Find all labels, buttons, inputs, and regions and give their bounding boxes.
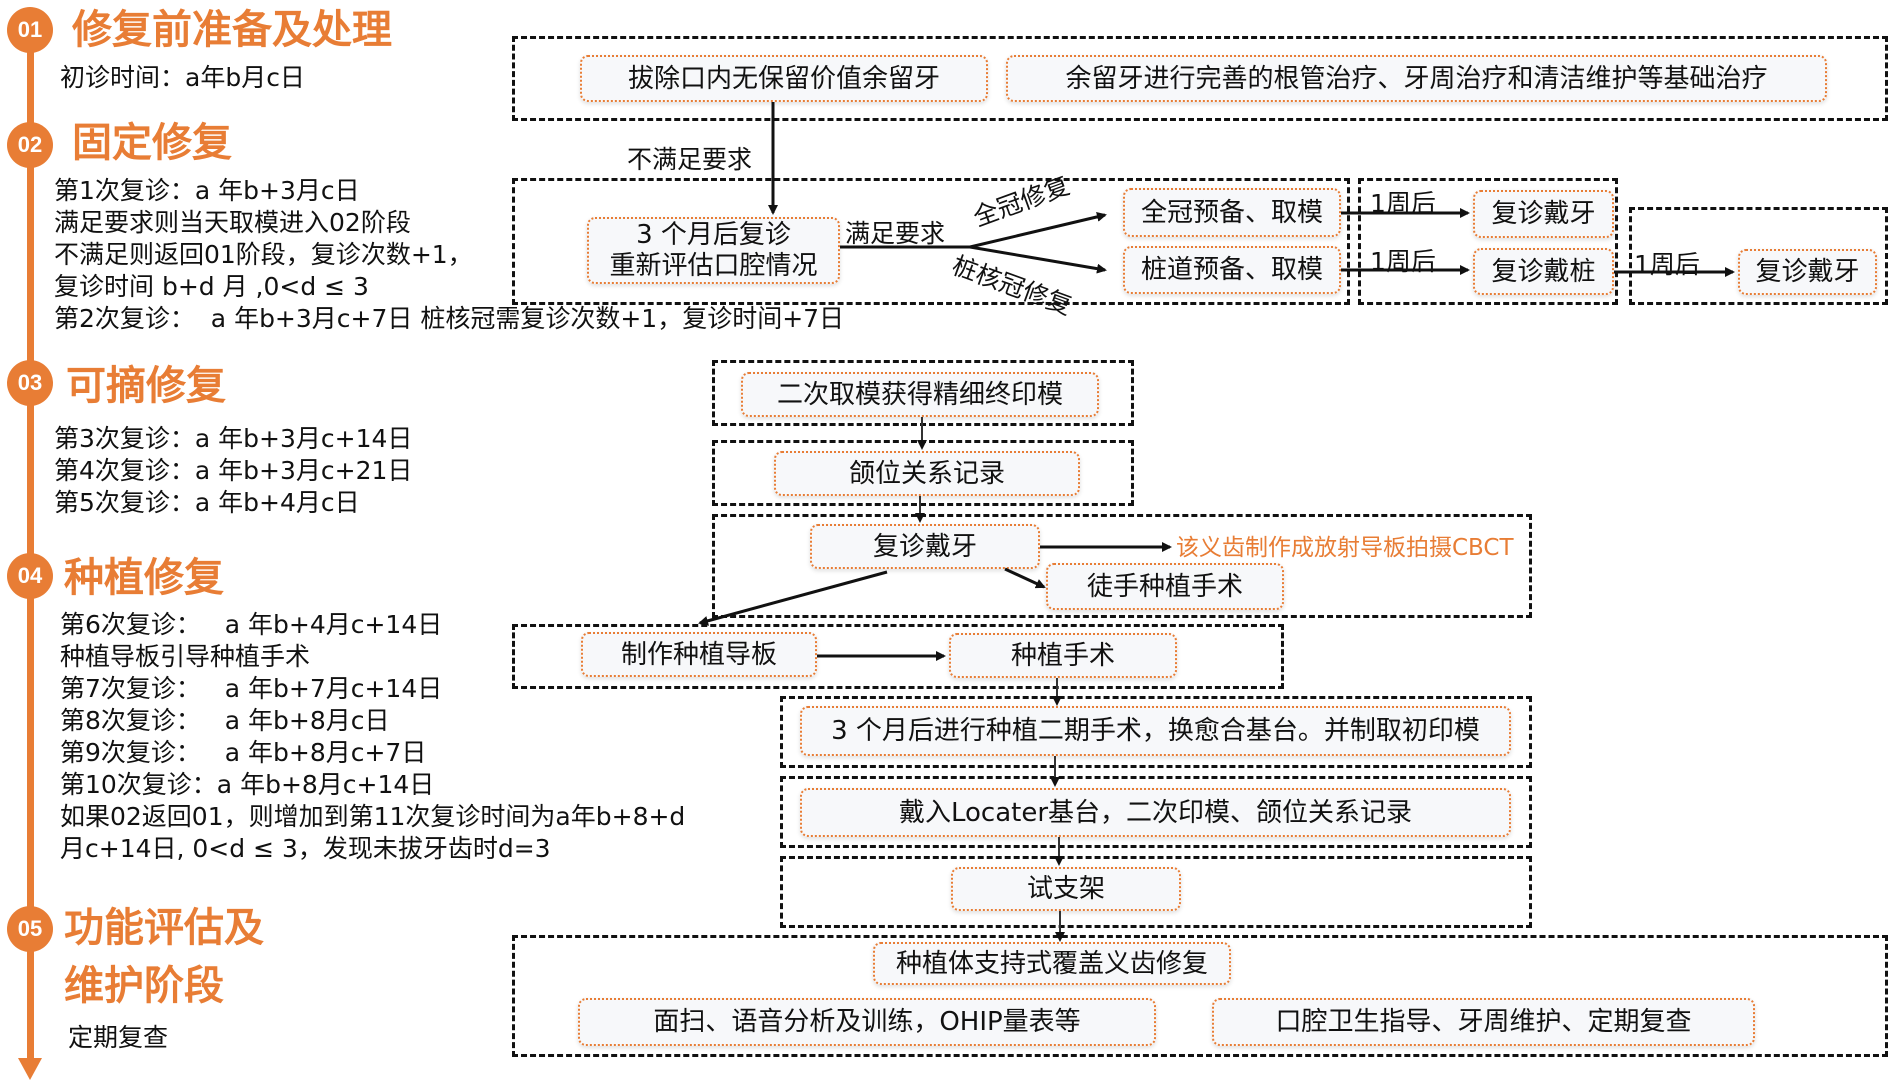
stage-text: 第3次复诊：a 年b+3月c+14日	[54, 424, 413, 453]
frame-try-frame	[780, 856, 1532, 928]
node-basic-treatment: 余留牙进行完善的根管治疗、牙周治疗和清洁维护等基础治疗	[1006, 55, 1827, 102]
stage-text: 第5次复诊：a 年b+4月c日	[54, 488, 360, 517]
stage-number-badge: 05	[7, 906, 53, 952]
node-jaw-record: 颌位关系记录	[774, 451, 1080, 496]
stage-text: 定期复查	[68, 1023, 169, 1052]
stage-text: 第9次复诊： a 年b+8月c+7日	[60, 738, 427, 767]
stage-number-badge: 03	[7, 360, 53, 406]
stage-text: 种植导板引导种植手术	[60, 642, 311, 671]
stage-title: 可摘修复	[66, 363, 226, 409]
frame-locator	[780, 776, 1532, 848]
week-later-label: 1周后	[1370, 247, 1436, 276]
stage-title: 维护阶段	[64, 963, 224, 1009]
node-wear-denture: 复诊戴牙	[810, 524, 1040, 569]
stage-text: 满足要求则当天取模进入02阶段	[54, 208, 411, 237]
stage-number-badge: 01	[7, 7, 53, 53]
not-meet-label: 不满足要求	[627, 145, 753, 174]
frame-implant-guide	[512, 624, 1284, 689]
frame-final-impression	[712, 360, 1134, 426]
frame-stage2	[512, 178, 1350, 305]
week-later-label: 1周后	[1634, 250, 1700, 279]
node-final-impression: 二次取模获得精细终印模	[741, 372, 1099, 417]
stage-text: 初诊时间：a年b月c日	[60, 63, 305, 92]
node-maintenance: 口腔卫生指导、牙周维护、定期复查	[1212, 998, 1755, 1046]
stage-text: 第7次复诊： a 年b+7月c+14日	[60, 674, 443, 703]
stage-title: 修复前准备及处理	[72, 7, 392, 53]
stage-text: 第6次复诊： a 年b+4月c+14日	[60, 610, 443, 639]
frame-wear-denture	[712, 514, 1532, 618]
frame-stage5	[512, 935, 1888, 1057]
stage-text: 第2次复诊： a 年b+3月c+7日 桩核冠需复诊次数+1，复诊时间+7日	[54, 304, 845, 333]
node-wear-crown: 复诊戴牙	[1473, 190, 1614, 238]
node-function-evaluation: 面扫、语音分析及训练，OHIP量表等	[578, 998, 1156, 1046]
node-full-crown-prep: 全冠预备、取模	[1123, 188, 1341, 237]
node-wear-post: 复诊戴桩	[1473, 248, 1614, 295]
frame-final-visit	[1629, 207, 1888, 305]
node-line: 重新评估口腔情况	[609, 250, 818, 281]
node-try-frame: 试支架	[951, 867, 1181, 911]
frame-stage1	[512, 36, 1888, 121]
stage-title: 功能评估及	[64, 905, 264, 951]
node-locator-abutment: 戴入Locater基台，二次印模、颌位关系记录	[800, 788, 1511, 837]
node-three-month-revisit: 3 个月后复诊 重新评估口腔情况	[587, 217, 840, 284]
stage-text: 月c+14日, 0<d ≤ 3，发现未拔牙齿时d=3	[60, 834, 551, 863]
stage-text: 第1次复诊：a 年b+3月c日	[54, 176, 360, 205]
stage-title: 固定修复	[72, 120, 232, 166]
frame-second-stage	[780, 696, 1532, 768]
week-later-label: 1周后	[1370, 189, 1436, 218]
node-second-stage-surgery: 3 个月后进行种植二期手术，换愈合基台。并制取初印模	[800, 706, 1511, 756]
node-post-prep: 桩道预备、取模	[1123, 246, 1341, 294]
node-freehand-surgery: 徒手种植手术	[1046, 563, 1284, 610]
node-wear-crown-final: 复诊戴牙	[1738, 249, 1877, 295]
stage-text: 复诊时间 b+d 月 ,0<d ≤ 3	[54, 272, 369, 301]
node-overdenture: 种植体支持式覆盖义齿修复	[873, 942, 1231, 985]
node-line: 3 个月后复诊	[636, 219, 791, 250]
cbct-note: 该义齿制作成放射导板拍摄CBCT	[1176, 535, 1514, 561]
stage-number-badge: 04	[7, 553, 53, 599]
frame-week-visit	[1358, 178, 1618, 305]
node-extract-teeth: 拔除口内无保留价值余留牙	[580, 55, 988, 102]
timeline-arrow-down-icon	[18, 1058, 42, 1080]
node-make-guide: 制作种植导板	[581, 632, 817, 677]
stage-text: 第10次复诊：a 年b+8月c+14日	[60, 770, 435, 799]
stage-text: 第8次复诊： a 年b+8月c日	[60, 706, 390, 735]
meet-label: 满足要求	[845, 219, 946, 248]
stage-title: 种植修复	[64, 555, 224, 601]
stage-text: 不满足则返回01阶段，复诊次数+1，	[54, 240, 473, 269]
stage-text: 如果02返回01，则增加到第11次复诊时间为a年b+8+d	[60, 802, 686, 831]
timeline-line	[27, 24, 34, 1064]
node-implant-surgery: 种植手术	[949, 633, 1177, 678]
stage-number-badge: 02	[7, 122, 53, 168]
stage-text: 第4次复诊：a 年b+3月c+21日	[54, 456, 413, 485]
